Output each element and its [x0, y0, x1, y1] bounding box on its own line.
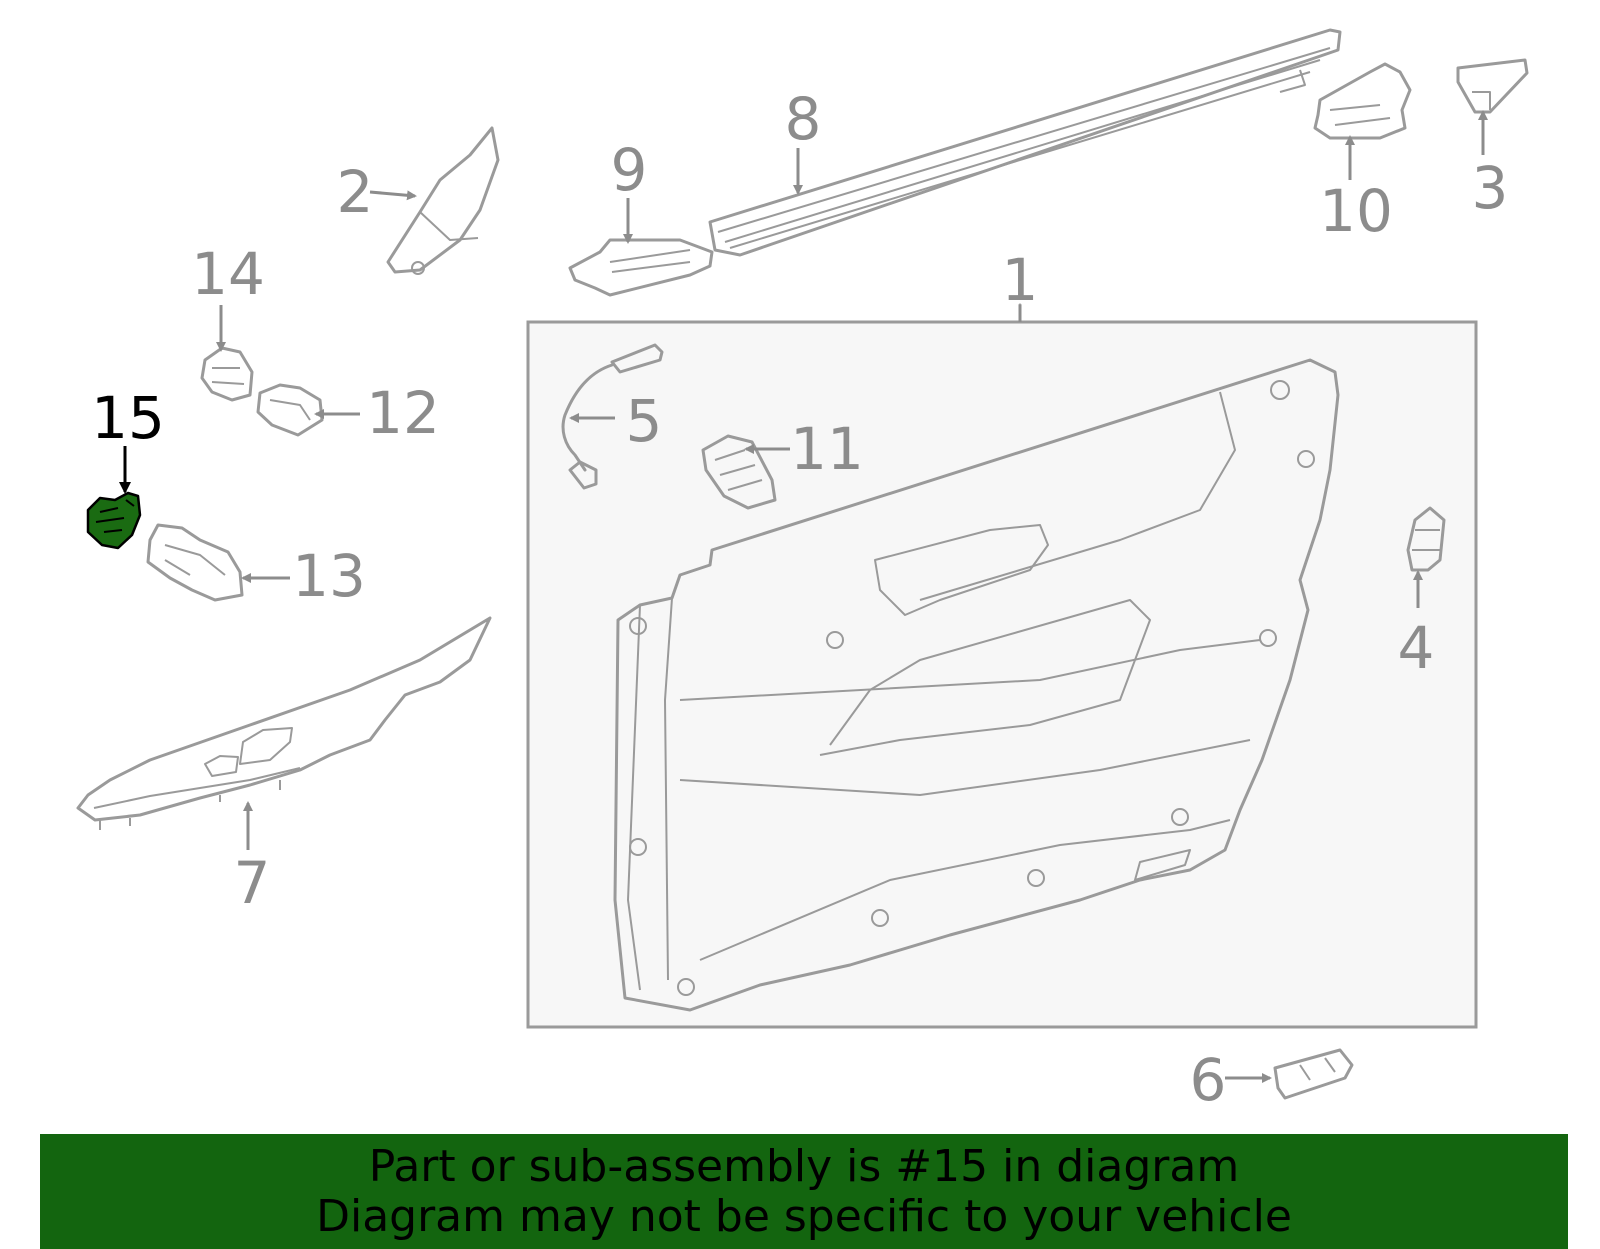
callout-12[interactable]: 12 [366, 379, 440, 447]
leader-arrows [119, 110, 1488, 1083]
callout-6[interactable]: 6 [1190, 1046, 1227, 1114]
part-7-armrest-base[interactable] [76, 616, 492, 830]
callout-7[interactable]: 7 [234, 849, 271, 917]
part-13-lock-actuator[interactable] [146, 523, 244, 602]
part-12-clip[interactable] [256, 383, 324, 437]
callout-9[interactable]: 9 [611, 136, 648, 204]
callout-15[interactable]: 15 [91, 384, 165, 452]
callout-14[interactable]: 14 [191, 240, 265, 308]
banner-line-1: Part or sub-assembly is #15 in diagram [368, 1140, 1240, 1192]
callout-8[interactable]: 8 [785, 85, 822, 153]
info-banner: Part or sub-assembly is #15 in diagram D… [40, 1134, 1568, 1249]
callout-5[interactable]: 5 [626, 387, 663, 455]
part-2-garnish[interactable] [386, 126, 500, 275]
callout-13[interactable]: 13 [292, 542, 366, 610]
part-9-handle-bracket[interactable] [568, 238, 714, 297]
callout-labels: 1 2 3 4 5 6 7 8 9 10 11 12 13 14 15 [91, 85, 1508, 1114]
callout-4[interactable]: 4 [1398, 614, 1435, 682]
part-8-weatherstrip[interactable] [708, 28, 1342, 257]
part-5-wire-harness[interactable] [561, 343, 664, 490]
part-1-door-trim-panel[interactable] [526, 303, 1478, 1029]
part-6-bracket[interactable] [1273, 1048, 1354, 1100]
part-10-bracket[interactable] [1313, 62, 1412, 140]
part-4-switch[interactable] [1406, 506, 1446, 572]
part-14-clip[interactable] [200, 346, 254, 402]
part-11-switch[interactable] [701, 434, 777, 510]
callout-2[interactable]: 2 [337, 158, 374, 226]
callout-3[interactable]: 3 [1472, 154, 1509, 222]
part-15-highlighted[interactable] [86, 491, 142, 550]
callout-1[interactable]: 1 [1002, 246, 1039, 314]
banner-line-2: Diagram may not be specific to your vehi… [316, 1190, 1292, 1242]
callout-11[interactable]: 11 [790, 415, 864, 483]
part-3-clip[interactable] [1456, 58, 1529, 114]
callout-10[interactable]: 10 [1319, 177, 1393, 245]
